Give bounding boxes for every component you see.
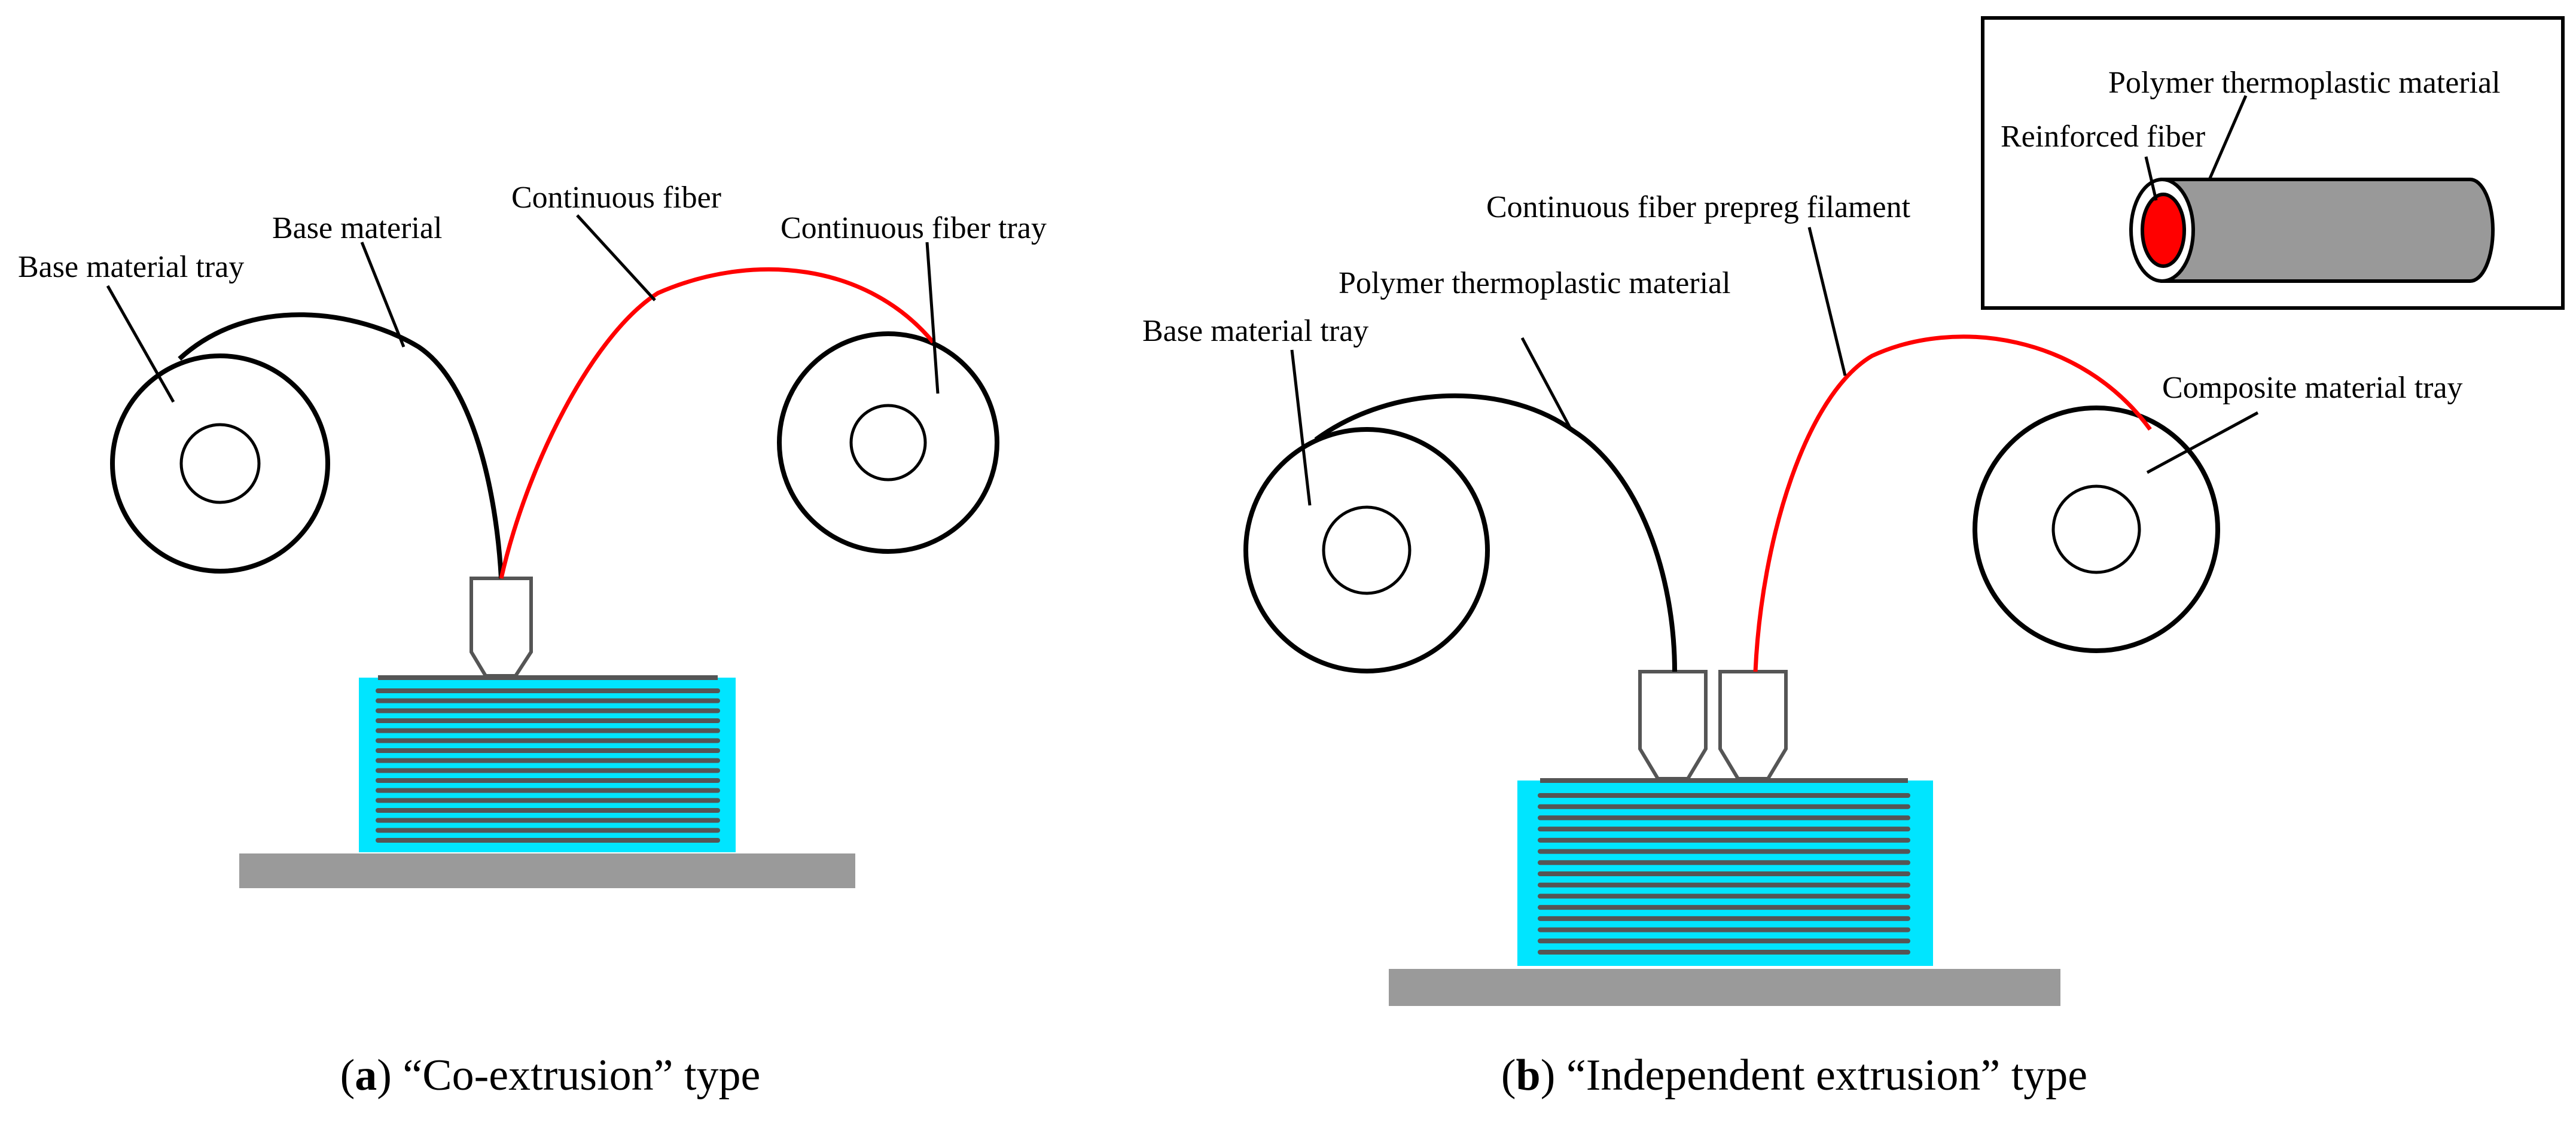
panel-b-label-composite-material-tray: Composite material tray: [2162, 371, 2463, 405]
panel-b-leader-composite-material-tray: [2146, 411, 2259, 474]
panel-a-caption-letter: a: [355, 1051, 377, 1100]
panel-b-leader-base-material-tray: [1290, 349, 1312, 506]
inset-leader-reinforced-fiber: [2144, 156, 2158, 201]
panel-b-fiber-nozzle: [1718, 670, 1788, 781]
panel-b-leader-polymer-thermoplastic: [1520, 337, 1572, 429]
panel-b-label-polymer-thermoplastic: Polymer thermoplastic material: [1339, 266, 1731, 300]
panel-b-prepreg-filament: [1753, 334, 2152, 672]
panel-b: Base material tray Polymer thermoplastic…: [1142, 16, 2565, 1100]
panel-a-printed-part: [359, 678, 736, 852]
panel-b-base-material-tray: [1243, 427, 1490, 673]
panel-a-base-material-filament: [178, 312, 504, 579]
panel-a-label-continuous-fiber: Continuous fiber: [511, 181, 721, 215]
panel-b-inset: Polymer thermoplastic material Reinforce…: [1981, 16, 2565, 310]
panel-b-base-nozzle: [1638, 670, 1708, 781]
panel-a-leader-continuous-fiber: [576, 214, 656, 301]
panel-b-build-platform: [1389, 969, 2060, 1006]
panel-b-composite-material-tray: [1973, 406, 2220, 653]
panel-a-printed-layers: [376, 688, 720, 843]
panel-a-label-continuous-fiber-tray: Continuous fiber tray: [781, 211, 1047, 245]
panel-a: Base material tray Base material Continu…: [18, 181, 1047, 1100]
panel-a-nozzle: [470, 577, 533, 678]
panel-a-label-base-material: Base material: [272, 211, 442, 245]
panel-b-printed-layers: [1538, 793, 1910, 955]
inset-label-polymer-thermoplastic: Polymer thermoplastic material: [2108, 66, 2501, 100]
panel-b-label-prepreg-filament: Continuous fiber prepreg filament: [1486, 190, 1911, 224]
panel-b-caption: (b) “Independent extrusion” type: [1501, 1051, 2087, 1100]
panel-a-base-material-tray: [110, 353, 330, 574]
panel-b-label-base-material-tray: Base material tray: [1142, 314, 1368, 348]
panel-b-leader-prepreg-filament: [1807, 227, 1847, 376]
inset-label-reinforced-fiber: Reinforced fiber: [2001, 120, 2205, 154]
inset-reinforced-fiber-core: [2141, 193, 2186, 268]
panel-a-caption: (a) “Co-extrusion” type: [340, 1051, 761, 1100]
inset-fiber-tube: [2160, 178, 2495, 283]
inset-leader-polymer: [2208, 95, 2248, 179]
panel-b-polymer-filament: [1314, 393, 1677, 672]
panel-a-leader-base-material: [360, 242, 406, 347]
panel-a-build-platform: [239, 853, 855, 888]
panel-a-continuous-fiber-tray: [777, 331, 999, 554]
panel-a-continuous-fiber-filament: [499, 267, 935, 579]
panel-a-leader-continuous-fiber-tray: [925, 242, 940, 394]
panel-a-label-base-material-tray: Base material tray: [18, 250, 244, 284]
panel-b-caption-letter: b: [1516, 1051, 1541, 1100]
panel-a-leader-base-material-tray: [106, 285, 175, 403]
panel-b-caption-text: “Independent extrusion” type: [1555, 1051, 2087, 1100]
panel-a-caption-text: “Co-extrusion” type: [392, 1051, 761, 1100]
